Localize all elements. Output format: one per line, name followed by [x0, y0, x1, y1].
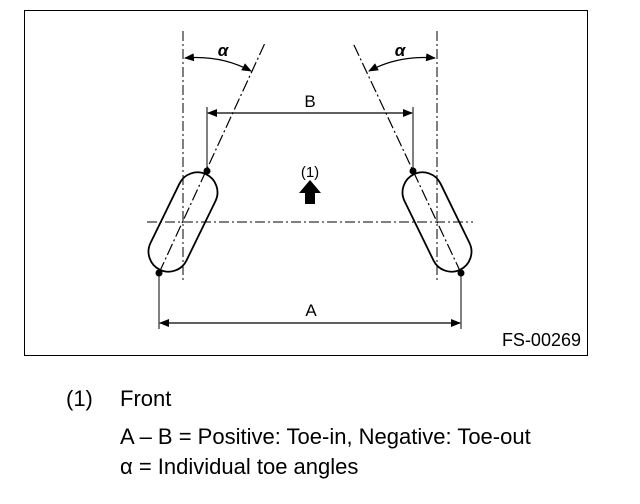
right-alpha-label: α — [395, 41, 407, 60]
left-rear-measure-point — [155, 269, 163, 277]
toe-angle-diagram: α α B A (1) — [147, 31, 473, 329]
legend-formula: A – B = Positive: Toe-in, Negative: Toe-… — [120, 424, 531, 449]
diagram-frame: α α B A (1) FS-00269 — [24, 10, 588, 356]
a-label: A — [305, 301, 317, 320]
legend-number: (1) — [66, 386, 93, 411]
right-wheel-axis-line — [352, 42, 462, 274]
left-front-measure-point — [203, 167, 211, 175]
b-label: B — [304, 92, 315, 111]
front-reference-label: (1) — [301, 164, 319, 181]
legend-front-label: Front — [120, 386, 172, 411]
front-arrow-icon — [299, 180, 321, 204]
right-rear-measure-point — [457, 269, 465, 277]
right-front-measure-point — [409, 167, 417, 175]
left-alpha-arc — [184, 53, 252, 72]
left-alpha-label: α — [218, 41, 230, 60]
right-alpha-arc — [368, 53, 436, 72]
left-wheel-axis-line — [158, 42, 266, 274]
figure-code: FS-00269 — [501, 330, 581, 350]
legend-alpha-definition: α = Individual toe angles — [120, 454, 359, 479]
